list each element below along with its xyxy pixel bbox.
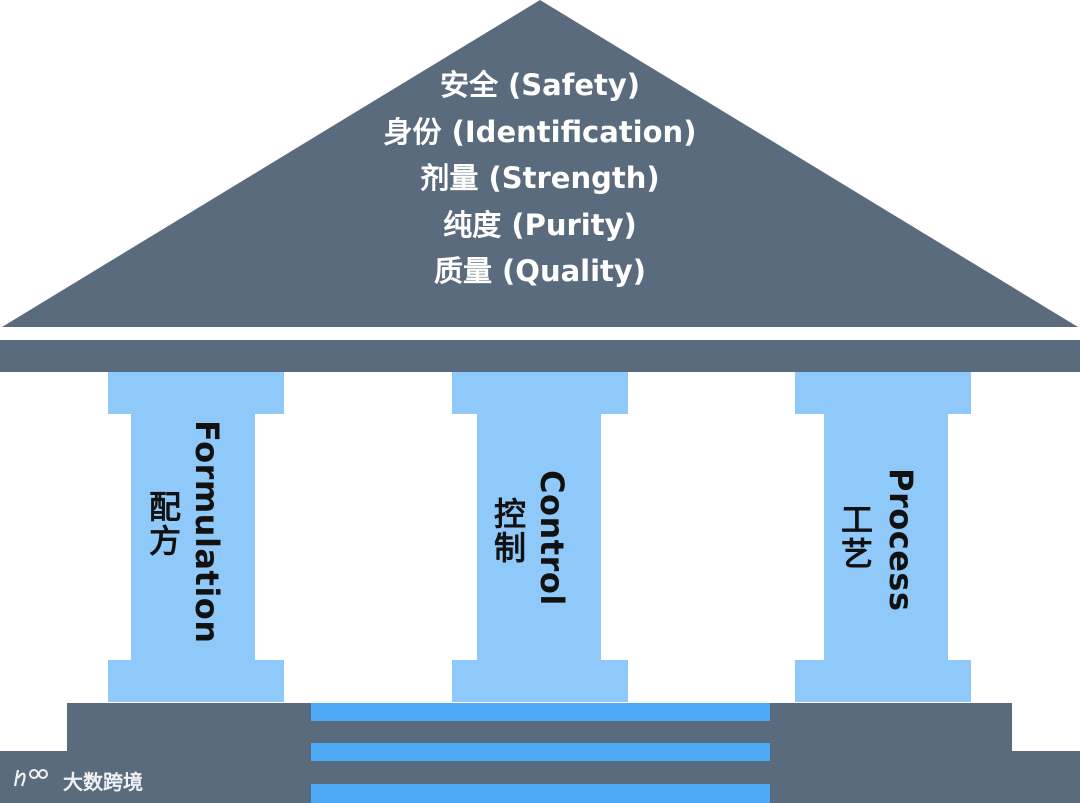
pillar-capital [452,372,628,414]
roof-line-safety: 安全 (Safety) [439,68,641,102]
pillar-shaft [477,414,601,660]
pillar-shaft [824,414,948,660]
pillar-label-en: Control [533,470,571,606]
pillar-capital [108,372,284,414]
pillar-base [452,660,628,702]
pillar-shaft [131,414,255,660]
watermark-logo: 大数跨境 [12,766,143,795]
roof-line-strength: 剂量 (Strength) [420,161,660,195]
pillar-base [108,660,284,702]
roof-line-purity: 纯度 (Purity) [443,207,637,242]
watermark-mark-icon [12,766,50,793]
step-2 [311,743,770,761]
pillar-label-en: Process [882,468,920,612]
pillar-base [795,660,971,702]
watermark-text: 大数跨境 [62,770,143,794]
pillar-label-cn: 控制 [489,497,527,565]
pillar-label-en: Formulation [188,420,226,644]
roof-triangle [2,0,1078,327]
pillar-label-cn: 工艺 [836,503,874,571]
step-1 [311,703,770,721]
step-3 [311,784,770,803]
entablature-beam [0,340,1080,372]
roof-line-quality: 质量 (Quality) [433,254,647,288]
roof-line-identification: 身份 (Identification) [383,114,697,149]
roof-text-block: 安全 (Safety) 身份 (Identification) 剂量 (Stre… [290,62,790,295]
pillar-capital [795,372,971,414]
pillar-label-cn: 配方 [144,490,182,558]
